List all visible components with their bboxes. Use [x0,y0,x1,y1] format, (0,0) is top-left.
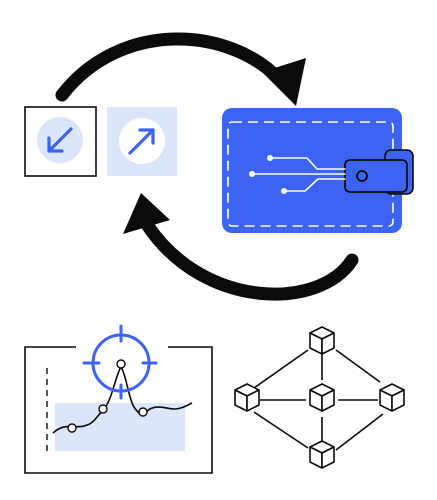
block-center [309,383,335,412]
receive-icon [24,106,97,177]
circuit-lines [251,157,346,192]
target-crosshair-icon [82,324,158,400]
block-top [309,326,335,355]
block-right [379,383,405,412]
exchange-arrows-icon [55,32,359,301]
market-chart-icon [24,324,213,474]
wallet-icon [222,108,414,233]
block-left [234,383,260,412]
send-icon [107,107,177,176]
block-bottom [309,440,335,469]
blockchain-network-icon [234,326,405,469]
